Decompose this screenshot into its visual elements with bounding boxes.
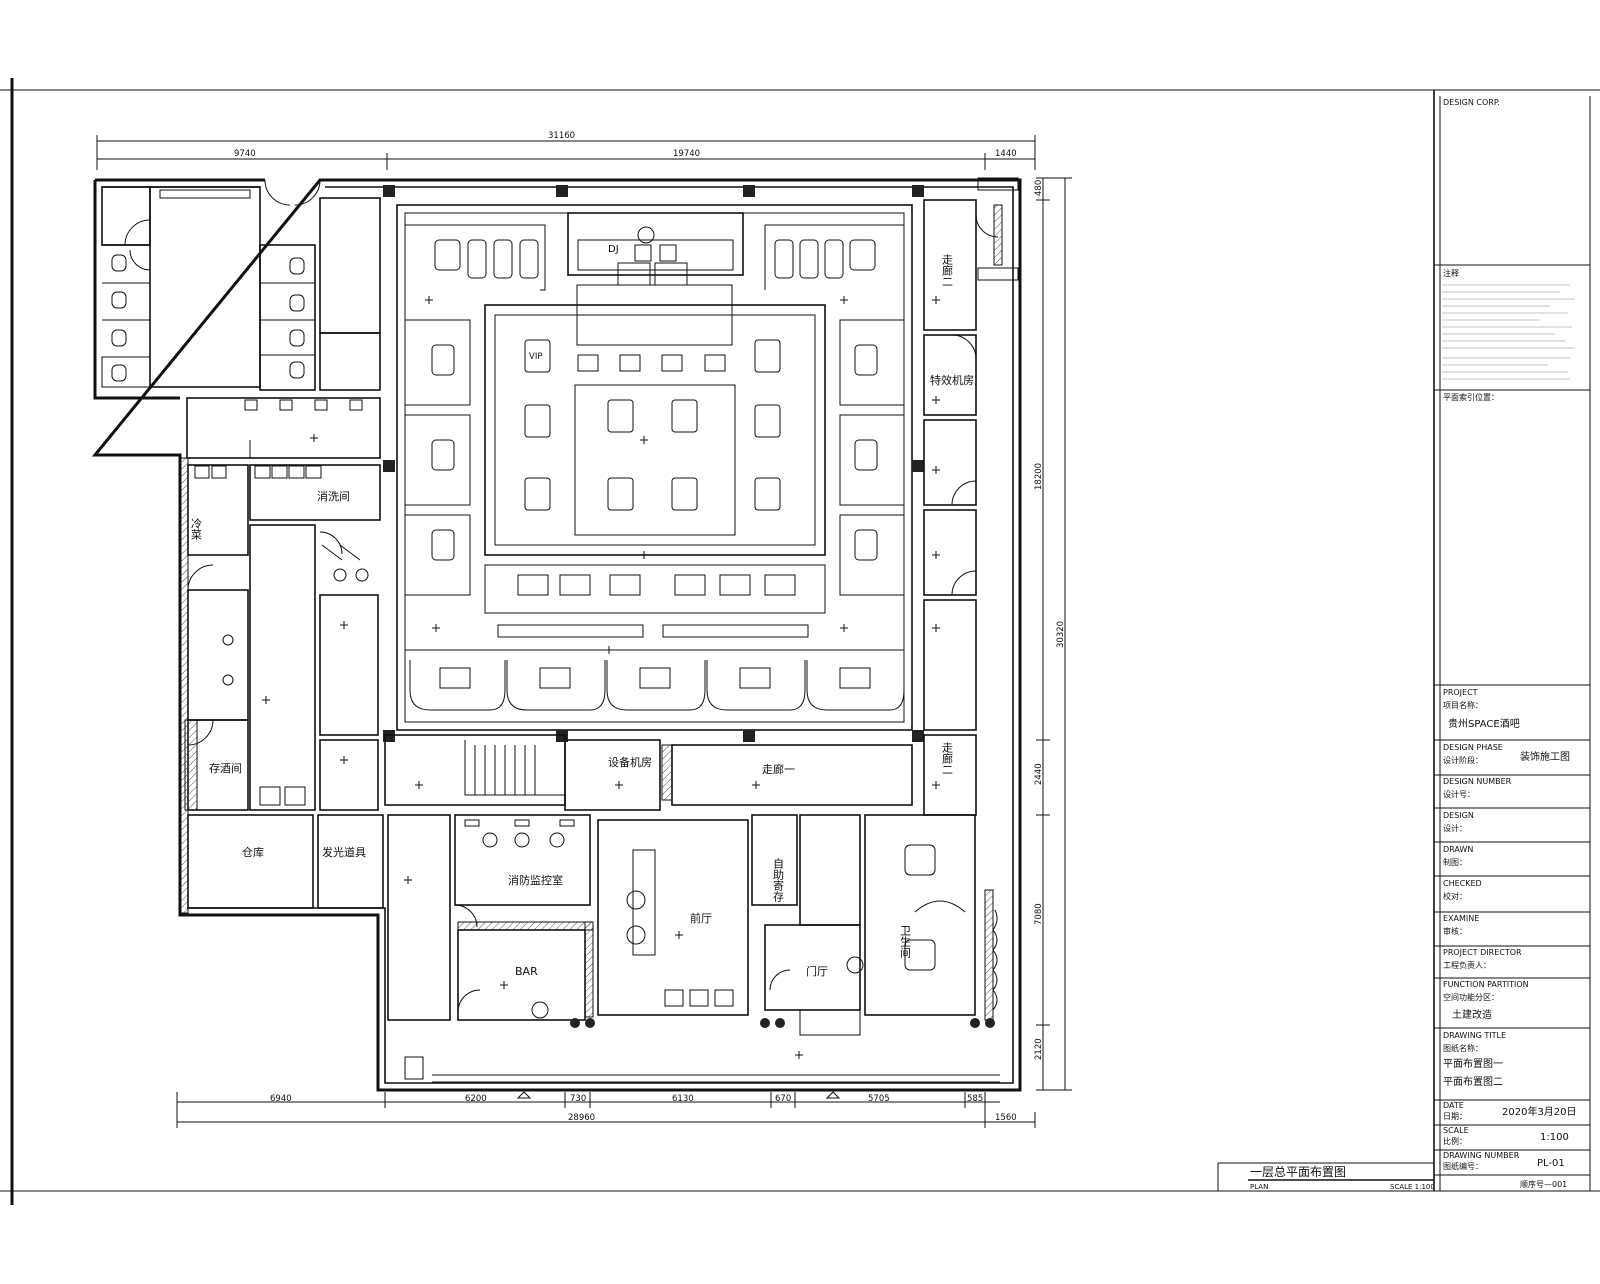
scale-label-cn: 比例： <box>1443 1136 1467 1146</box>
project-label-cn: 项目名称： <box>1443 700 1483 710</box>
dim-bottom-3: 730 <box>570 1094 586 1104</box>
design-label-cn: 设计： <box>1443 823 1467 833</box>
project-value: 贵州SPACE酒吧 <box>1448 717 1520 730</box>
dimension-texts: 31160 9740 19740 1440 6940 6200 730 6130… <box>234 131 1066 1123</box>
room-corridor-1: 走廊一 <box>762 762 795 776</box>
drawing-number-label-cn: 图纸编号： <box>1443 1161 1483 1171</box>
dim-bottom-6: 5705 <box>868 1094 890 1104</box>
room-effects: 特效机房 <box>930 373 974 387</box>
dim-top-total: 31160 <box>548 131 575 141</box>
room-cold-dish: 冷菜 <box>190 518 203 541</box>
dim-top-left: 9740 <box>234 149 256 159</box>
date-label-cn: 日期： <box>1443 1112 1467 1121</box>
design-label-en: DESIGN <box>1443 811 1474 820</box>
key-plan-label: 平面索引位置： <box>1443 392 1499 402</box>
room-wine-storage: 存酒间 <box>209 761 242 775</box>
checked-label-en: CHECKED <box>1443 879 1482 888</box>
toilet-fixtures <box>111 254 305 382</box>
design-corp-label: DESIGN CORP. <box>1443 98 1500 107</box>
sheet-frame <box>0 78 1600 1205</box>
date-label-en: DATE <box>1443 1101 1464 1110</box>
scale-value: 1:100 <box>1540 1132 1569 1143</box>
lower-block <box>384 734 1000 1083</box>
dim-bottom-4: 6130 <box>672 1094 694 1104</box>
drawn-label-en: DRAWN <box>1443 845 1473 854</box>
left-wing <box>101 179 381 459</box>
director-label-cn: 工程负责人： <box>1443 960 1491 970</box>
drawing-title-2: 平面布置图二 <box>1443 1076 1503 1088</box>
sequence-value: 顺序号—001 <box>1520 1179 1567 1189</box>
plan-subtitle: PLAN <box>1250 1183 1268 1191</box>
dimension-lines <box>96 135 1072 1128</box>
director-label-en: PROJECT DIRECTOR <box>1443 948 1522 957</box>
ceiling-markers <box>262 296 940 1059</box>
drawn-label-cn: 制图： <box>1443 857 1467 867</box>
dim-bottom-1: 6940 <box>270 1094 292 1104</box>
room-toilet: 卫生间 <box>899 925 912 959</box>
dim-top-right: 1440 <box>995 149 1017 159</box>
phase-label-cn: 设计阶段： <box>1443 755 1483 765</box>
plan-scale-note: SCALE 1:100 <box>1390 1183 1435 1191</box>
checked-label-cn: 校对： <box>1443 891 1467 901</box>
room-front-desk: 前厅 <box>690 911 712 925</box>
main-hall: VIP <box>383 185 924 742</box>
drawing-number-label-en: DRAWING NUMBER <box>1443 1151 1520 1160</box>
plan-title: 一层总平面布置图 <box>1250 1165 1346 1179</box>
project-label-en: PROJECT <box>1443 688 1478 697</box>
function-label-en: FUNCTION PARTITION <box>1443 980 1529 989</box>
plan-title-stamp: 一层总平面布置图 PLAN SCALE 1:100 <box>1217 1162 1435 1191</box>
dim-bottom-8: 1560 <box>995 1113 1017 1123</box>
dim-right-5: 2120 <box>1034 1038 1044 1060</box>
room-lobby: 门厅 <box>806 964 828 978</box>
room-glow-props: 发光道具 <box>322 845 366 859</box>
room-corridor-2-top: 走廊二 <box>941 254 954 287</box>
room-corridor-2-bottom: 走廊二 <box>941 742 954 775</box>
dim-bottom-total: 28960 <box>568 1113 595 1123</box>
right-rooms <box>923 199 1003 816</box>
room-labels: 走廊二 特效机房 消洗间 冷菜 存酒间 仓库 发光道具 设备机房 走廊一 走廊二… <box>190 254 975 978</box>
dim-bottom-7: 585 <box>967 1094 983 1104</box>
function-value: 土建改造 <box>1452 1008 1492 1021</box>
notes-label: 注释 <box>1443 268 1459 278</box>
examine-label-en: EXAMINE <box>1443 914 1479 923</box>
dim-bottom-2: 6200 <box>465 1094 487 1104</box>
room-fire-control: 消防监控室 <box>508 873 563 887</box>
room-equipment: 设备机房 <box>608 755 652 769</box>
kitchen-area <box>179 457 384 914</box>
phase-value: 装饰施工图 <box>1520 750 1570 763</box>
drawing-number-value: PL-01 <box>1537 1158 1565 1169</box>
room-disinfection: 消洗间 <box>317 489 350 503</box>
examine-label-cn: 审核： <box>1443 926 1467 936</box>
date-value: 2020年3月20日 <box>1502 1105 1577 1118</box>
number-label-cn: 设计号： <box>1443 789 1475 799</box>
drawing-title-label-cn: 图纸名称： <box>1443 1043 1483 1053</box>
number-label-en: DESIGN NUMBER <box>1443 777 1512 786</box>
dim-right-3: 2440 <box>1034 763 1044 785</box>
room-bar: BAR <box>515 965 538 978</box>
function-label-cn: 空间功能分区： <box>1443 992 1499 1002</box>
dim-bottom-5: 670 <box>775 1094 791 1104</box>
title-block: DESIGN CORP. 注释 平面索引位置： PROJECT 项目名称： 贵州… <box>1434 96 1591 1191</box>
dim-right-1: 480 <box>1034 180 1044 196</box>
dj-label: DJ <box>608 244 619 255</box>
room-self-storage: 自助寄存 <box>772 858 785 902</box>
vip-seats <box>524 339 781 511</box>
scale-label-en: SCALE <box>1443 1126 1469 1135</box>
drawing-title-label-en: DRAWING TITLE <box>1443 1031 1506 1040</box>
dim-right-4: 7080 <box>1034 903 1044 925</box>
dim-top-mid: 19740 <box>673 149 700 159</box>
drawing-title-1: 平面布置图一 <box>1443 1058 1503 1070</box>
dim-right-total: 30320 <box>1056 621 1066 648</box>
dim-right-2: 18200 <box>1034 463 1044 490</box>
room-warehouse: 仓库 <box>242 845 264 859</box>
vip-label: VIP <box>529 352 542 362</box>
phase-label-en: DESIGN PHASE <box>1443 743 1503 752</box>
